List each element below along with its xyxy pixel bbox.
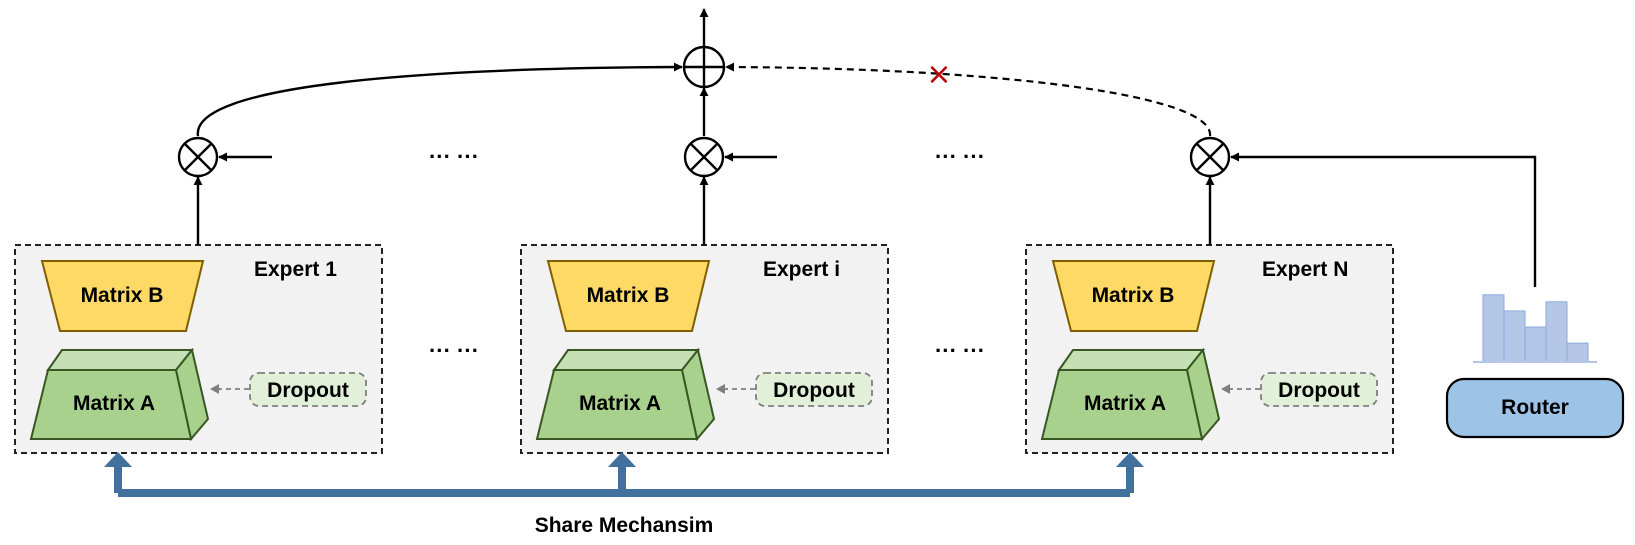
matrix-a-label: Matrix A (579, 392, 661, 415)
matrix-a-top (1057, 349, 1206, 371)
matrix-a-front (1040, 369, 1204, 440)
dropout-box (1260, 372, 1378, 407)
expert-n-to-sum-dashed-arrow (725, 62, 1212, 137)
multiply-node-1 (177, 136, 272, 245)
expert-1: Expert 1 Matrix B Matrix A Dropout (14, 244, 383, 454)
ellipsis: ··· ··· (935, 338, 985, 363)
matrix-a-top (552, 349, 701, 371)
dropout-label: Dropout (1278, 379, 1360, 402)
matrix-a-top (46, 349, 195, 371)
multiply-node-i (683, 136, 777, 245)
histogram-bar (1482, 294, 1505, 363)
share-line (114, 463, 1134, 497)
share-arrowhead (104, 452, 132, 467)
share-mechanism: Share Mechansim (104, 452, 1144, 537)
histogram-bar (1566, 342, 1589, 363)
router-box (1445, 377, 1625, 439)
expert-n: Expert N Matrix B Matrix A Dropout (1025, 244, 1394, 454)
dropout-label: Dropout (267, 379, 349, 402)
matrix-b-label: Matrix B (587, 284, 670, 307)
router-label: Router (1501, 396, 1569, 419)
matrix-a-front (29, 369, 193, 440)
histogram-bar (1545, 301, 1568, 363)
histogram-bar (1524, 326, 1547, 363)
ellipsis: ··· ··· (429, 144, 479, 169)
expert-1-to-sum-arrow (196, 62, 683, 137)
dropout-box (249, 372, 367, 407)
dropout-label: Dropout (773, 379, 855, 402)
expert-title: Expert i (763, 258, 840, 281)
matrix-b-shape (1051, 260, 1216, 332)
dropout-arrowhead (1221, 384, 1230, 394)
histogram-bar (1503, 310, 1526, 363)
share-label: Share Mechansim (535, 514, 714, 537)
sum-node: × (196, 8, 1212, 137)
multiply-node-n (1189, 136, 1537, 287)
matrix-a-label: Matrix A (73, 392, 155, 415)
matrix-b-shape (40, 260, 205, 332)
matrix-b-label: Matrix B (1092, 284, 1175, 307)
dropout-box (755, 372, 873, 407)
router: Router (1445, 294, 1625, 439)
ellipsis: ··· ··· (935, 144, 985, 169)
matrix-b-shape (546, 260, 711, 332)
ellipsis: ··· ··· (429, 338, 479, 363)
expert-i: Expert i Matrix B Matrix A Dropout (520, 244, 889, 454)
router-gate-arrow (1230, 152, 1537, 287)
expert-title: Expert N (1262, 258, 1348, 281)
blocked-marker-icon: × (926, 57, 951, 92)
matrix-a-front (535, 369, 699, 440)
matrix-a-label: Matrix A (1084, 392, 1166, 415)
matrix-b-label: Matrix B (81, 284, 164, 307)
share-arrowhead (608, 452, 636, 467)
dropout-arrowhead (210, 384, 219, 394)
router-histogram (1482, 294, 1589, 363)
share-arrowhead (1116, 452, 1144, 467)
dropout-arrowhead (716, 384, 725, 394)
expert-title: Expert 1 (254, 258, 337, 281)
